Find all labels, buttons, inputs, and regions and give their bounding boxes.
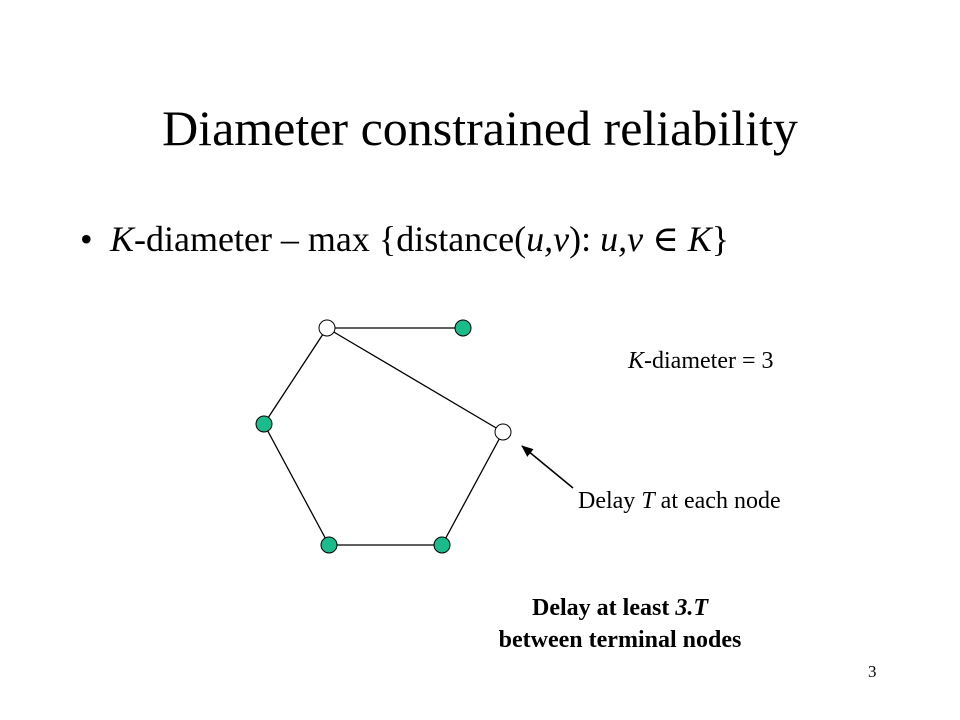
bullet-comma-2: , [618, 219, 628, 259]
bullet-set-k: K [687, 219, 712, 259]
delay-label-prefix: Delay [578, 488, 642, 514]
delay-label: Delay T at each node [578, 484, 781, 518]
bullet-text: -diameter – max {distance( [134, 219, 527, 259]
edge-left-to-bottom-left [263, 423, 330, 546]
k-diameter-term: K [628, 348, 645, 374]
delay-note-line-1: Delay at least 3.T [440, 592, 800, 624]
bullet-element-of: ∈ [643, 219, 688, 259]
bullet-close-paren: ): [569, 219, 601, 259]
bullet-term-k: K [110, 219, 135, 259]
edge-bottom-right-to-right [441, 431, 504, 546]
delay-arrow [521, 445, 574, 489]
delay-note: Delay at least 3.T between terminal node… [440, 592, 800, 656]
terminal-node-top-right [454, 319, 472, 337]
edge-top-left-to-left [263, 327, 328, 425]
steiner-node-top-left [318, 319, 336, 337]
bullet-var-v-2: v [627, 219, 644, 259]
terminal-node-bottom-right [433, 536, 451, 554]
graph-edges [263, 327, 504, 546]
terminal-node-bottom-left [320, 536, 338, 554]
graph-nodes [255, 319, 512, 554]
delay-note-line-2: between terminal nodes [498, 627, 742, 653]
delay-note-value: 3.T [675, 595, 708, 621]
delay-label-suffix: at each node [654, 488, 781, 514]
delay-label-var: T [641, 488, 655, 514]
slide-number: 3 [868, 662, 877, 681]
delay-note-prefix: Delay at least [532, 595, 676, 621]
bullet-definition: •K-diameter – max {distance(u,v): u,v ∈ … [80, 214, 729, 264]
terminal-node-left [255, 415, 273, 433]
edge-top-left-to-right [326, 327, 504, 433]
bullet-comma-1: , [544, 219, 554, 259]
k-diameter-label: K-diameter = 3 [628, 344, 774, 378]
slide-title: Diameter constrained reliability [162, 100, 798, 156]
bullet-dot: • [80, 219, 93, 259]
bullet-var-v: v [553, 219, 570, 259]
bullet-close-brace: } [711, 219, 730, 259]
steiner-node-right [494, 423, 512, 441]
k-diameter-value: -diameter = 3 [644, 348, 774, 374]
bullet-var-u-2: u [600, 219, 619, 259]
bullet-var-u: u [526, 219, 545, 259]
